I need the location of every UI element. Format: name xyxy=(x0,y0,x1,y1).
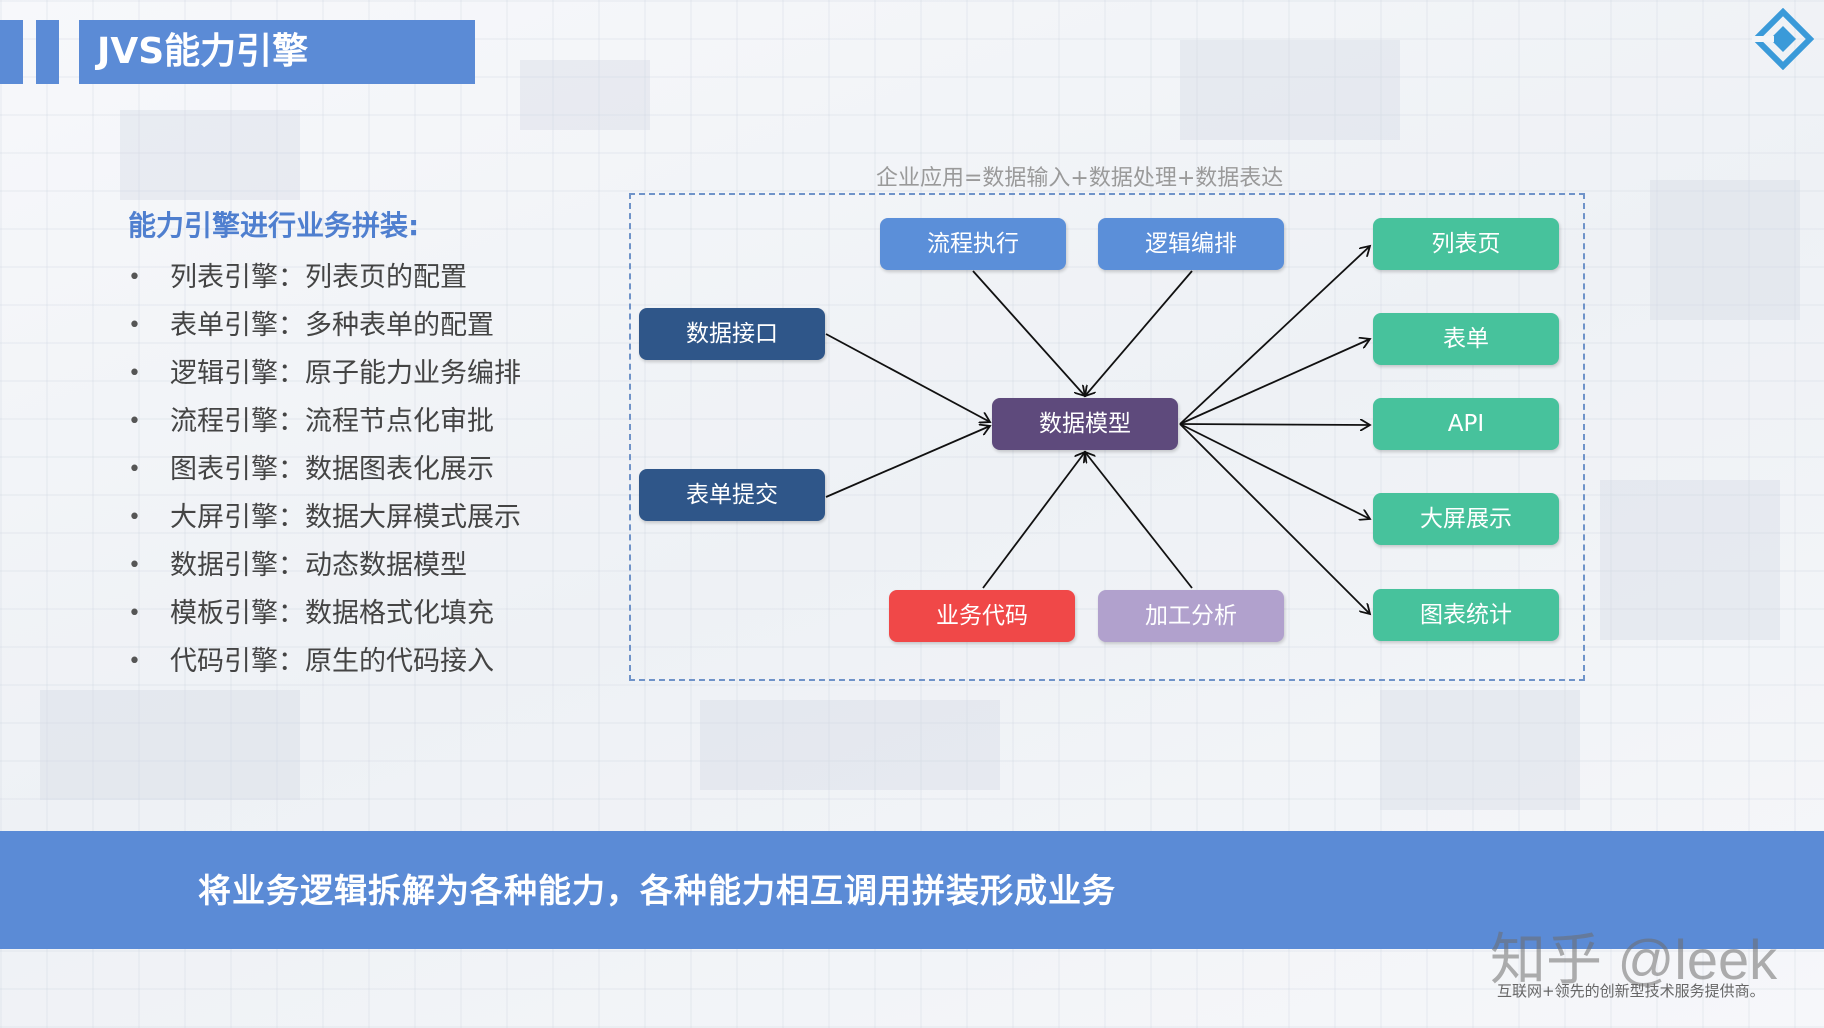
node-big-screen: 大屏展示 xyxy=(1373,493,1559,545)
list-item: 数据引擎：动态数据模型 xyxy=(128,546,521,594)
summary-banner xyxy=(0,831,1824,949)
engine-list: 列表引擎：列表页的配置 表单引擎：多种表单的配置 逻辑引擎：原子能力业务编排 流… xyxy=(128,258,521,690)
list-item: 模板引擎：数据格式化填充 xyxy=(128,594,521,642)
list-item: 代码引擎：原生的代码接入 xyxy=(128,642,521,690)
diagram-frame xyxy=(629,193,1585,681)
title-accent-bar xyxy=(36,20,59,84)
node-logic-orchestration: 逻辑编排 xyxy=(1098,218,1284,270)
list-item: 图表引擎：数据图表化展示 xyxy=(128,450,521,498)
node-form: 表单 xyxy=(1373,313,1559,365)
list-item: 流程引擎：流程节点化审批 xyxy=(128,402,521,450)
watermark-subtitle: 互联网+领先的创新型技术服务提供商。 xyxy=(1497,982,1765,1000)
node-business-code: 业务代码 xyxy=(889,590,1075,642)
watermark: 知乎 @leek xyxy=(1490,928,1778,991)
node-processing-analysis: 加工分析 xyxy=(1098,590,1284,642)
node-api: API xyxy=(1373,398,1559,450)
list-item: 列表引擎：列表页的配置 xyxy=(128,258,521,306)
list-item: 表单引擎：多种表单的配置 xyxy=(128,306,521,354)
node-form-submit: 表单提交 xyxy=(639,469,825,521)
summary-banner-text: 将业务逻辑拆解为各种能力，各种能力相互调用拼装形成业务 xyxy=(198,871,1116,910)
node-chart-stats: 图表统计 xyxy=(1373,589,1559,641)
list-item: 逻辑引擎：原子能力业务编排 xyxy=(128,354,521,402)
title-accent-bar xyxy=(0,20,23,84)
node-data-model: 数据模型 xyxy=(992,398,1178,450)
node-process-execution: 流程执行 xyxy=(880,218,1066,270)
engine-list-heading: 能力引擎进行业务拼装: xyxy=(128,209,420,242)
diagram-caption: 企业应用=数据输入+数据处理+数据表达 xyxy=(876,166,1284,191)
node-list-page: 列表页 xyxy=(1373,218,1559,270)
list-item: 大屏引擎：数据大屏模式展示 xyxy=(128,498,521,546)
slide-title: JVS能力引擎 xyxy=(79,20,475,84)
jvs-diamond-logo-icon xyxy=(1752,8,1814,70)
node-data-interface: 数据接口 xyxy=(639,308,825,360)
